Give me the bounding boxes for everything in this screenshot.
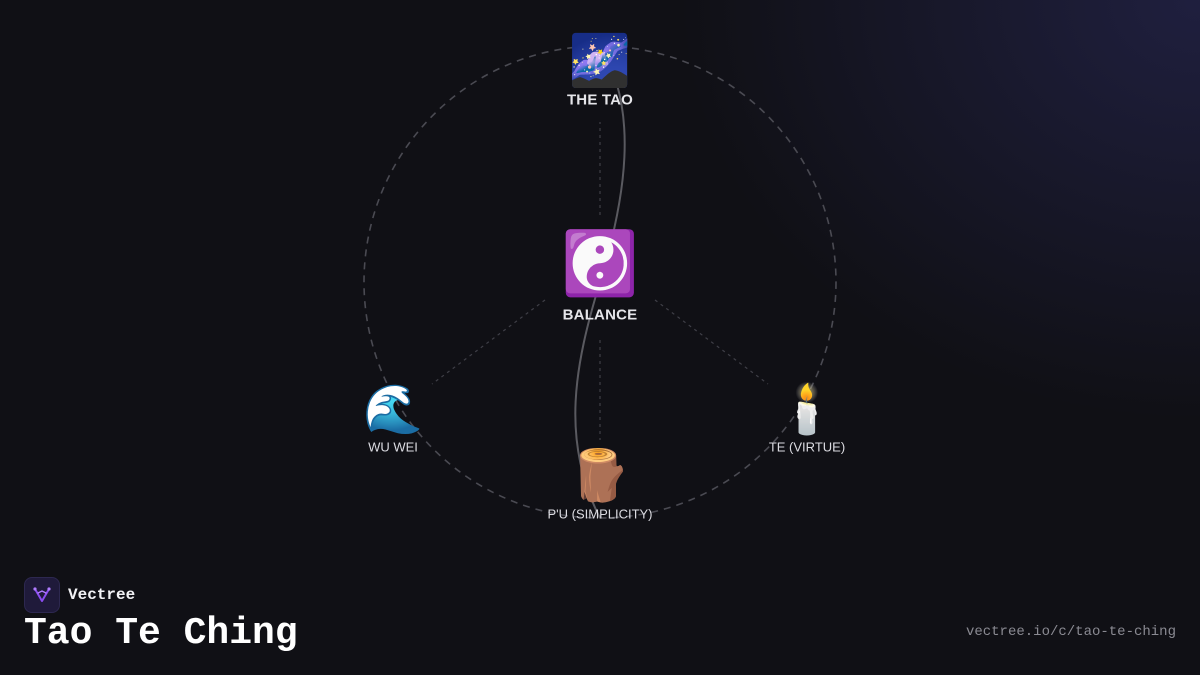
vectree-logo-icon (24, 577, 60, 613)
brand-name: Vectree (68, 586, 136, 604)
node-label: P'U (SIMPLICITY) (547, 506, 653, 522)
brand[interactable]: Vectree (24, 577, 135, 613)
node-label: WU WEI (368, 439, 418, 455)
node-label: TE (VIRTUE) (768, 439, 846, 455)
vectree-logo-mark (33, 587, 51, 602)
yin-yang-icon: ☯️ (561, 226, 639, 300)
wood-log-icon: 🪵 (568, 446, 632, 505)
node-te-virtue[interactable]: 🕯️ TE (VIRTUE) (769, 386, 845, 455)
node-the-tao[interactable]: 🌌 THE TAO (567, 36, 633, 109)
node-label: BALANCE (562, 306, 638, 324)
yin-yang-s-curve (574, 45, 626, 519)
page-title: Tao Te Ching (24, 612, 298, 655)
node-wu-wei[interactable]: 🌊 WU WEI (363, 386, 423, 455)
milky-way-icon: 🌌 (568, 31, 632, 90)
footer-url[interactable]: vectree.io/c/tao-te-ching (965, 624, 1176, 640)
water-wave-icon: 🌊 (363, 381, 423, 438)
spoke-balance-wu-wei (431, 299, 546, 385)
candle-icon: 🕯️ (777, 381, 837, 438)
node-balance[interactable]: ☯️ BALANCE (561, 226, 639, 324)
node-pu-simplicity[interactable]: 🪵 P'U (SIMPLICITY) (547, 451, 652, 522)
node-label: THE TAO (566, 91, 634, 109)
spoke-balance-te (654, 299, 769, 385)
